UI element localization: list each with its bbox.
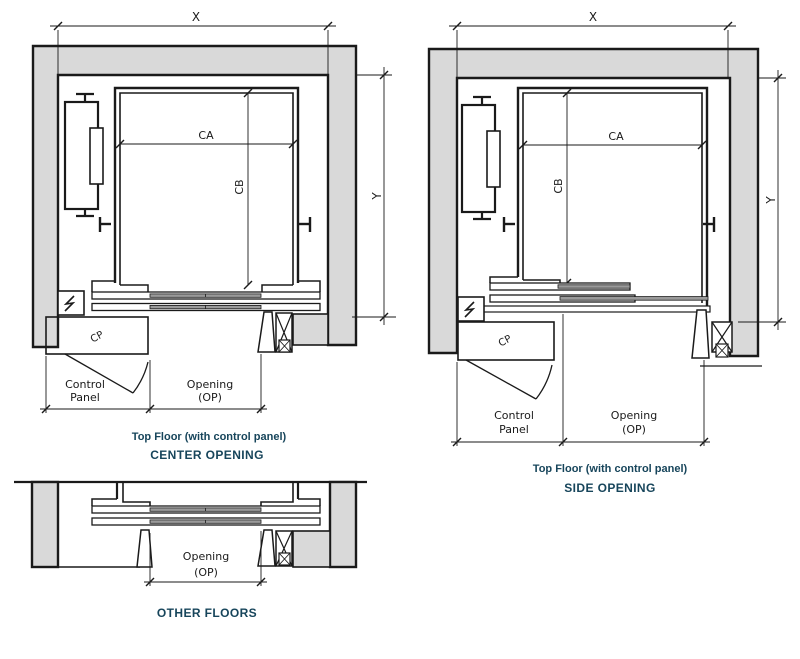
counterweight-rail-top-icon: [473, 95, 491, 105]
control-panel-abbr-label: CP: [497, 334, 514, 350]
car-width-dimension: CA: [518, 130, 707, 150]
door-jamb-right: [257, 529, 293, 567]
car-guide-rail-right-icon: [703, 217, 716, 232]
car-outline: [113, 86, 300, 285]
opening-label-line1: Opening: [187, 378, 233, 391]
shaft-wall: [427, 47, 760, 358]
car-depth-dimension: CB: [233, 88, 253, 290]
door-panels: [149, 507, 262, 524]
landing-sill: [479, 305, 711, 313]
side-opening-caption-line2: SIDE OPENING: [564, 481, 655, 495]
door-jamb-right: [257, 311, 293, 353]
x-dimension: X: [449, 10, 736, 78]
counterweight: [460, 95, 501, 221]
lightning-icon: [463, 301, 476, 318]
diagram-other-floors: Opening (OP) OTHER FLOORS: [14, 480, 367, 620]
y-dimension-label: Y: [370, 192, 384, 201]
opening-dimension: [144, 531, 267, 587]
center-opening-caption-line1: Top Floor (with control panel): [132, 431, 287, 443]
car-width-label: CA: [608, 130, 624, 143]
opening-label-line2: (OP): [622, 423, 646, 436]
control-panel-box: CP: [45, 316, 149, 355]
lightning-icon: [63, 295, 76, 312]
door-frame-cross-box-icon: [275, 530, 293, 567]
counterweight-rail-top-icon: [76, 92, 94, 102]
x-dimension: X: [50, 10, 336, 75]
door-sill-assembly: [91, 482, 321, 526]
opening-label-line1: Opening: [611, 409, 657, 422]
shaft-wall-left: [30, 480, 60, 569]
y-dimension-label: Y: [764, 196, 778, 205]
control-panel-label-line2: Panel: [499, 423, 529, 436]
counterweight-rail-bottom-icon: [76, 209, 94, 218]
door-jamb-right: [691, 309, 762, 367]
car-depth-label: CB: [233, 179, 246, 194]
y-dimension: Y: [352, 67, 396, 325]
diagram-center-opening: X Y CA CB: [31, 10, 396, 462]
shaft-wall-right: [328, 480, 358, 569]
door-panel-1: [557, 284, 631, 289]
power-box: [57, 290, 85, 316]
opening-label-line1: Opening: [183, 550, 229, 563]
door-panels: [149, 293, 262, 310]
car-depth-label: CB: [552, 178, 565, 193]
side-opening-caption-line1: Top Floor (with control panel): [533, 463, 688, 475]
door-swing: [465, 359, 553, 400]
x-dimension-label: X: [192, 10, 200, 24]
door-sill-assembly: [91, 280, 321, 312]
shaft-wall-corner-right: [292, 313, 329, 346]
counterweight: [63, 92, 104, 218]
door-frame-cross-box-icon: [275, 312, 293, 353]
x-dimension-label: X: [589, 10, 597, 24]
opening-label-line2: (OP): [198, 391, 222, 404]
control-panel-label-line2: Panel: [70, 391, 100, 404]
car-width-label: CA: [198, 129, 214, 142]
diagram-side-opening: X Y CA CB: [427, 10, 786, 495]
control-panel-label-line1: Control: [494, 409, 534, 422]
bottom-dimension: [451, 314, 710, 447]
car-guide-rail-left-icon: [98, 217, 111, 232]
control-panel-label-line1: Control: [65, 378, 105, 391]
door-sill-assembly: [479, 276, 711, 313]
car-depth-dimension: CB: [552, 88, 572, 288]
control-panel-box: CP: [457, 321, 555, 361]
center-opening-caption-line2: CENTER OPENING: [150, 448, 264, 462]
door-swing: [64, 353, 149, 394]
opening-label-line2: (OP): [194, 566, 218, 579]
shaft-wall-corner-right: [292, 530, 331, 568]
door-frame-cross-box-icon: [711, 321, 733, 358]
y-dimension: Y: [738, 70, 786, 330]
control-panel-abbr-label: CP: [89, 330, 106, 346]
car-outline: [516, 86, 709, 306]
counterweight-rail-bottom-icon: [473, 212, 491, 221]
car-guide-rail-left-icon: [502, 217, 515, 232]
power-box: [457, 296, 485, 322]
door-panel-2: [559, 296, 709, 301]
car-width-dimension: CA: [115, 129, 298, 149]
door-jamb-left: [136, 529, 153, 568]
bottom-dimension: [40, 354, 267, 414]
car-guide-rail-right-icon: [299, 217, 312, 232]
other-floors-caption: OTHER FLOORS: [157, 606, 257, 620]
